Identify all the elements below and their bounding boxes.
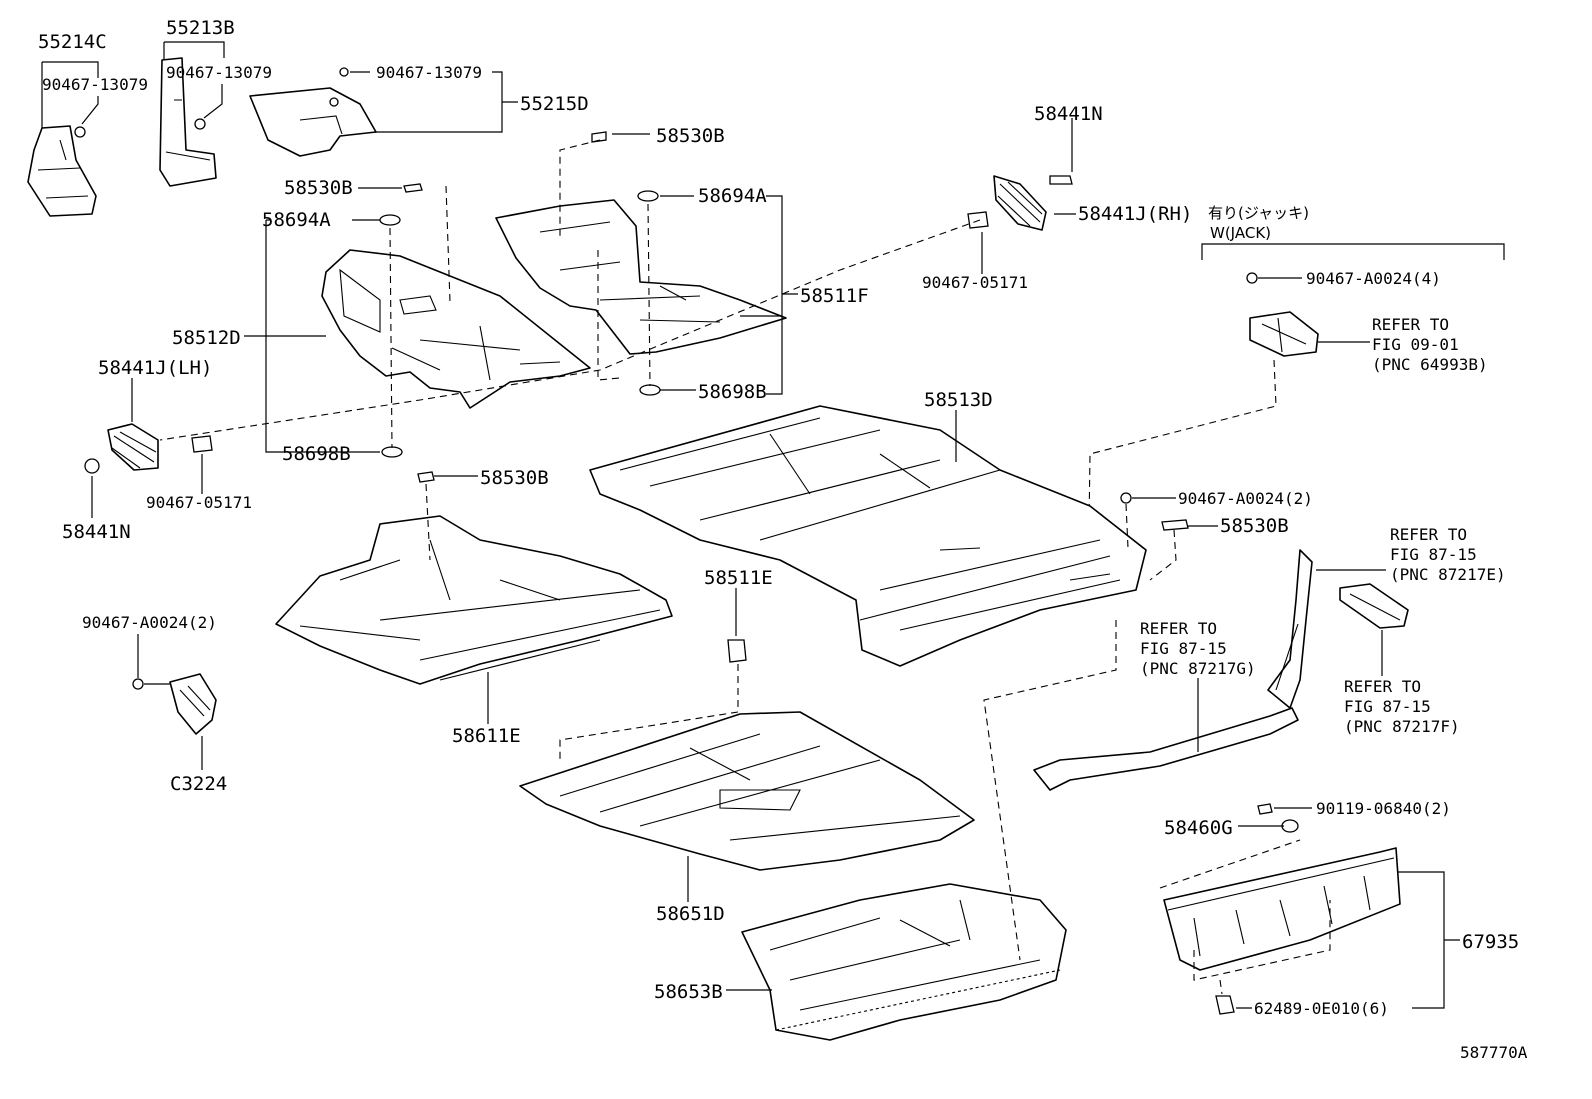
part-ref-87217F[interactable] — [1339, 583, 1409, 629]
label-58698B-b: 58698B — [698, 381, 767, 403]
label-58460G: 58460G — [1164, 817, 1233, 839]
label-90467-13079-b: 90467-13079 — [166, 63, 272, 82]
label-90467-13079-c: 90467-13079 — [376, 63, 482, 82]
label-58611E: 58611E — [452, 725, 521, 747]
label-58530B-b: 58530B — [656, 125, 725, 147]
label-C3224: C3224 — [170, 773, 227, 795]
label-90467-13079-a: 90467-13079 — [42, 75, 148, 94]
label-58512D: 58512D — [172, 327, 241, 349]
ref2-line3: (PNC 87217E) — [1390, 565, 1506, 584]
fastener-58530B-clips[interactable] — [403, 131, 607, 193]
label-58694A-a: 58694A — [262, 209, 331, 231]
ref1-line2: FIG 09-01 — [1372, 335, 1459, 354]
label-67935: 67935 — [1462, 931, 1519, 953]
label-55214C: 55214C — [38, 31, 107, 53]
ref4-line1: REFER TO — [1344, 677, 1421, 696]
ref3-line1: REFER TO — [1140, 619, 1217, 638]
label-58441J-RH: 58441J(RH) — [1078, 203, 1192, 225]
label-jack-en: W(JACK) — [1210, 224, 1271, 242]
part-55214C[interactable] — [27, 125, 97, 217]
part-67935[interactable] — [1163, 803, 1401, 1015]
part-55213B[interactable] — [159, 57, 217, 187]
label-55213B: 55213B — [166, 17, 235, 39]
label-58441N-b: 58441N — [62, 521, 131, 543]
label-62489-0E010: 62489-0E010(6) — [1254, 999, 1389, 1018]
label-58530B-c: 58530B — [480, 467, 549, 489]
label-58653B: 58653B — [654, 981, 723, 1003]
ref3-line2: FIG 87-15 — [1140, 639, 1227, 658]
ref4-line2: FIG 87-15 — [1344, 697, 1431, 716]
label-58651D: 58651D — [656, 903, 725, 925]
label-58511E: 58511E — [704, 567, 773, 589]
figure-id: 587770A — [1460, 1043, 1528, 1062]
ref2-line1: REFER TO — [1390, 525, 1467, 544]
label-90119-06840: 90119-06840(2) — [1316, 799, 1451, 818]
part-58441J-LH[interactable] — [84, 423, 213, 474]
part-58512D[interactable] — [321, 249, 591, 409]
label-90467-A0024-2a: 90467-A0024(2) — [1178, 489, 1313, 508]
label-58441J-LH: 58441J(LH) — [98, 357, 212, 379]
label-90467-05171-b: 90467-05171 — [146, 493, 252, 512]
ref1-line1: REFER TO — [1372, 315, 1449, 334]
label-90467-A0024-4: 90467-A0024(4) — [1306, 269, 1441, 288]
label-jack-jp: 有り(ジャッキ) — [1208, 204, 1309, 222]
part-55215D[interactable] — [249, 67, 377, 157]
fastener-58694A[interactable] — [379, 190, 659, 226]
label-58441N-a: 58441N — [1034, 103, 1103, 125]
part-58611E[interactable] — [275, 515, 673, 685]
ref2-line2: FIG 87-15 — [1390, 545, 1477, 564]
label-90467-05171-a: 90467-05171 — [922, 273, 1028, 292]
ref4-line3: (PNC 87217F) — [1344, 717, 1460, 736]
part-58651D[interactable] — [519, 711, 975, 871]
part-58513D[interactable] — [589, 405, 1147, 667]
label-90467-A0024-2b: 90467-A0024(2) — [82, 613, 217, 632]
part-58441J-RH[interactable] — [967, 175, 1073, 231]
ref3-line3: (PNC 87217G) — [1140, 659, 1256, 678]
part-C3224[interactable] — [132, 673, 217, 735]
label-58511F: 58511F — [800, 285, 869, 307]
part-jack-bracket[interactable] — [1246, 272, 1319, 357]
label-58698B-a: 58698B — [282, 443, 351, 465]
label-58513D: 58513D — [924, 389, 993, 411]
label-58530B-d: 58530B — [1220, 515, 1289, 537]
fastener-58698B[interactable] — [381, 384, 661, 458]
label-58694A-b: 58694A — [698, 185, 767, 207]
label-58530B-a: 58530B — [284, 177, 353, 199]
part-58653B[interactable] — [741, 883, 1067, 1041]
ref1-line3: (PNC 64993B) — [1372, 355, 1488, 374]
label-55215D: 55215D — [520, 93, 589, 115]
part-58511F[interactable] — [495, 199, 787, 355]
part-ref-87217G[interactable] — [1033, 549, 1313, 791]
